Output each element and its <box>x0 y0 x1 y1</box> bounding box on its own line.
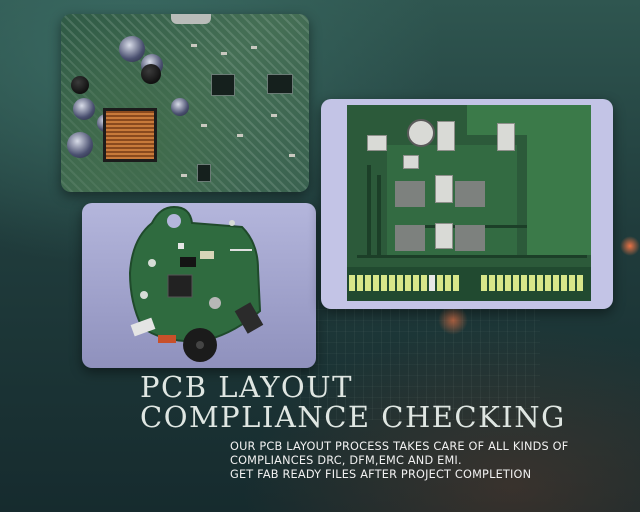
description-line-3: GET FAB READY FILES AFTER PROJECT COMPLE… <box>230 468 532 481</box>
assembled-pcb-photo <box>61 14 309 192</box>
description-text: OUR PCB LAYOUT PROCESS TAKES CARE OF ALL… <box>230 440 630 482</box>
connector-pads-right <box>481 275 591 295</box>
3d-pcb-render <box>82 203 316 368</box>
pcb-render-graphic <box>128 205 264 362</box>
background-glow <box>620 236 640 256</box>
background-glow <box>438 305 468 335</box>
headline-line-1: PCB LAYOUT <box>140 370 353 404</box>
headline-line-2: COMPLIANCE CHECKING <box>140 400 566 434</box>
description-line-1: OUR PCB LAYOUT PROCESS TAKES CARE OF ALL… <box>230 440 569 453</box>
background-circuit-texture <box>300 300 540 420</box>
pcb-layout-view <box>321 99 613 309</box>
description-line-2: COMPLIANCES DRC, DFM,EMC AND EMI. <box>230 454 462 467</box>
pcb-layout-board <box>347 105 591 301</box>
connector-pads-left <box>349 275 461 295</box>
headline-block: PCB LAYOUT COMPLIANCE CHECKING <box>140 372 620 432</box>
